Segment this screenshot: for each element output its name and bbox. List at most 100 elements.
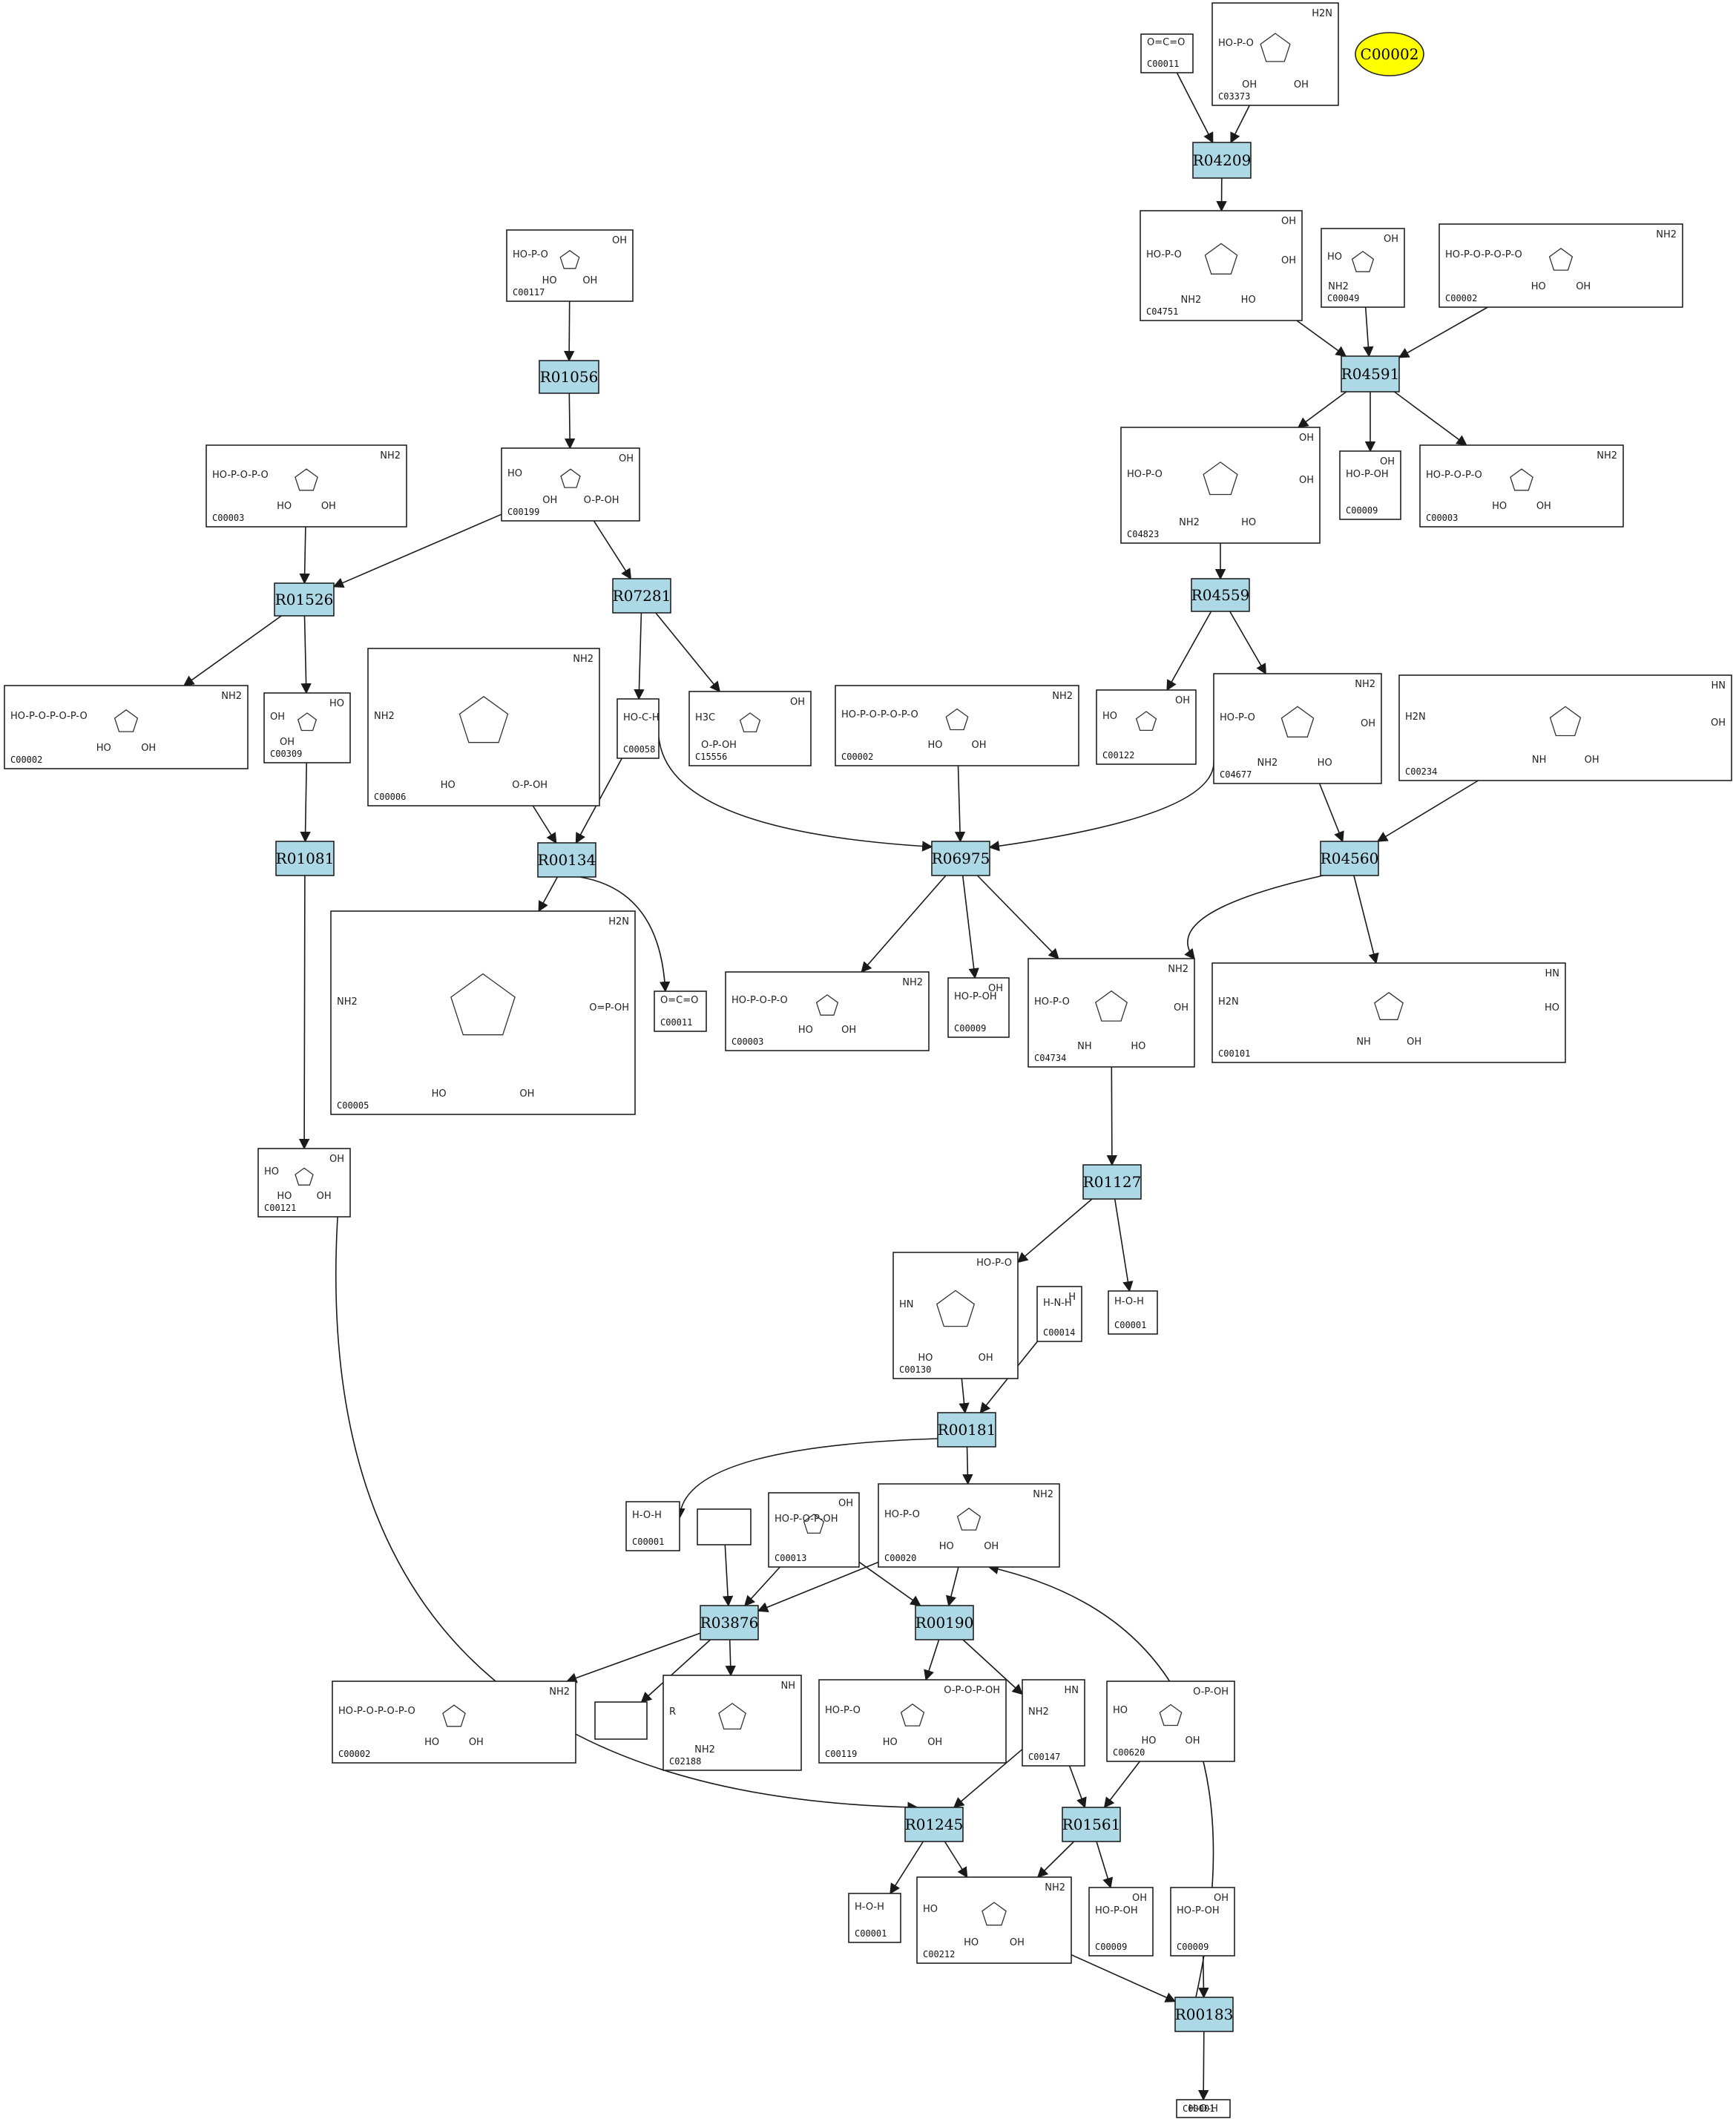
edge-R01056-to-n_c00199 (564, 392, 576, 450)
reaction-node[interactable]: R00183 (1174, 1997, 1234, 2032)
reaction-node[interactable]: R04559 (1191, 578, 1250, 612)
reaction-node[interactable]: R01526 (274, 582, 335, 617)
reaction-node[interactable]: R01127 (1082, 1164, 1142, 1200)
structure-atom-label: OH (1299, 475, 1314, 486)
ring-bond (1374, 991, 1404, 1020)
compound-id-label: C00002 (1445, 293, 1477, 303)
ring-bond (945, 708, 969, 731)
reaction-node[interactable]: R00134 (537, 842, 596, 878)
reaction-box (1341, 355, 1400, 392)
structure-atom-label: HO-P-O (1220, 712, 1255, 723)
ring-bond (982, 1902, 1007, 1926)
structure-atom-label: HO-P-O (1146, 249, 1182, 260)
reaction-node[interactable]: R01056 (539, 360, 599, 394)
reaction-node[interactable]: R00181 (937, 1412, 996, 1448)
reaction-node[interactable]: R01561 (1062, 1807, 1121, 1842)
structure-atom-label: H-O-H (1188, 2103, 1218, 2115)
reaction-box (915, 1605, 974, 1640)
edge-R00134-to-n_c00011_mid (579, 876, 671, 993)
compound-id-label: C00121 (264, 1203, 296, 1213)
compound-node[interactable] (697, 1508, 752, 1545)
reaction-node[interactable]: R01081 (275, 841, 335, 876)
edge-R04559-to-n_c04677 (1229, 611, 1266, 675)
reaction-node[interactable]: R00190 (915, 1605, 974, 1640)
compound-node[interactable] (594, 1701, 648, 1740)
reaction-node[interactable]: R01245 (904, 1807, 964, 1842)
highlight-compound[interactable]: C00002 (1355, 32, 1424, 76)
structure-atom-label: NH2 (221, 691, 242, 702)
structure-atom-label: OH (582, 275, 597, 286)
reaction-node[interactable]: R07281 (612, 578, 671, 614)
reaction-node[interactable]: R03876 (700, 1605, 759, 1640)
compound-id-label: C00199 (507, 507, 539, 517)
structure-atom-label: O-P-OH (584, 495, 619, 506)
compound-id-label: C00101 (1218, 1048, 1250, 1059)
structure-atom-label: NH2 (694, 1744, 715, 1755)
ring-bond (295, 1167, 314, 1186)
compound-box (1120, 427, 1321, 544)
structure-atom-label: OH (1536, 501, 1551, 512)
compound-id-label: C00009 (954, 1023, 986, 1034)
structure-atom-label: H2N (1218, 996, 1239, 1008)
structure-atom-label: OH (838, 1498, 853, 1509)
structure-atom-label: OH (1384, 234, 1398, 245)
reaction-node[interactable]: R04591 (1341, 355, 1400, 392)
reaction-node[interactable]: R04560 (1320, 841, 1379, 876)
compound-id-label: C00011 (1147, 59, 1179, 69)
reaction-id-label: R01056 (540, 368, 599, 386)
compound-id-label: C00620 (1113, 1747, 1145, 1758)
structure-atom-label: OH (1010, 1937, 1025, 1948)
compound-id-label: C00013 (775, 1553, 806, 1563)
reaction-node[interactable]: R06975 (931, 841, 990, 876)
structure-atom-label: HO (507, 468, 522, 479)
reaction-node[interactable]: R04209 (1192, 142, 1252, 179)
structure-atom-label: HN (1545, 968, 1560, 979)
structure-atom-label: NH2 (1656, 229, 1677, 240)
structure-atom-label: H (1068, 1292, 1076, 1303)
structure-atom-label: NH2 (902, 977, 923, 988)
